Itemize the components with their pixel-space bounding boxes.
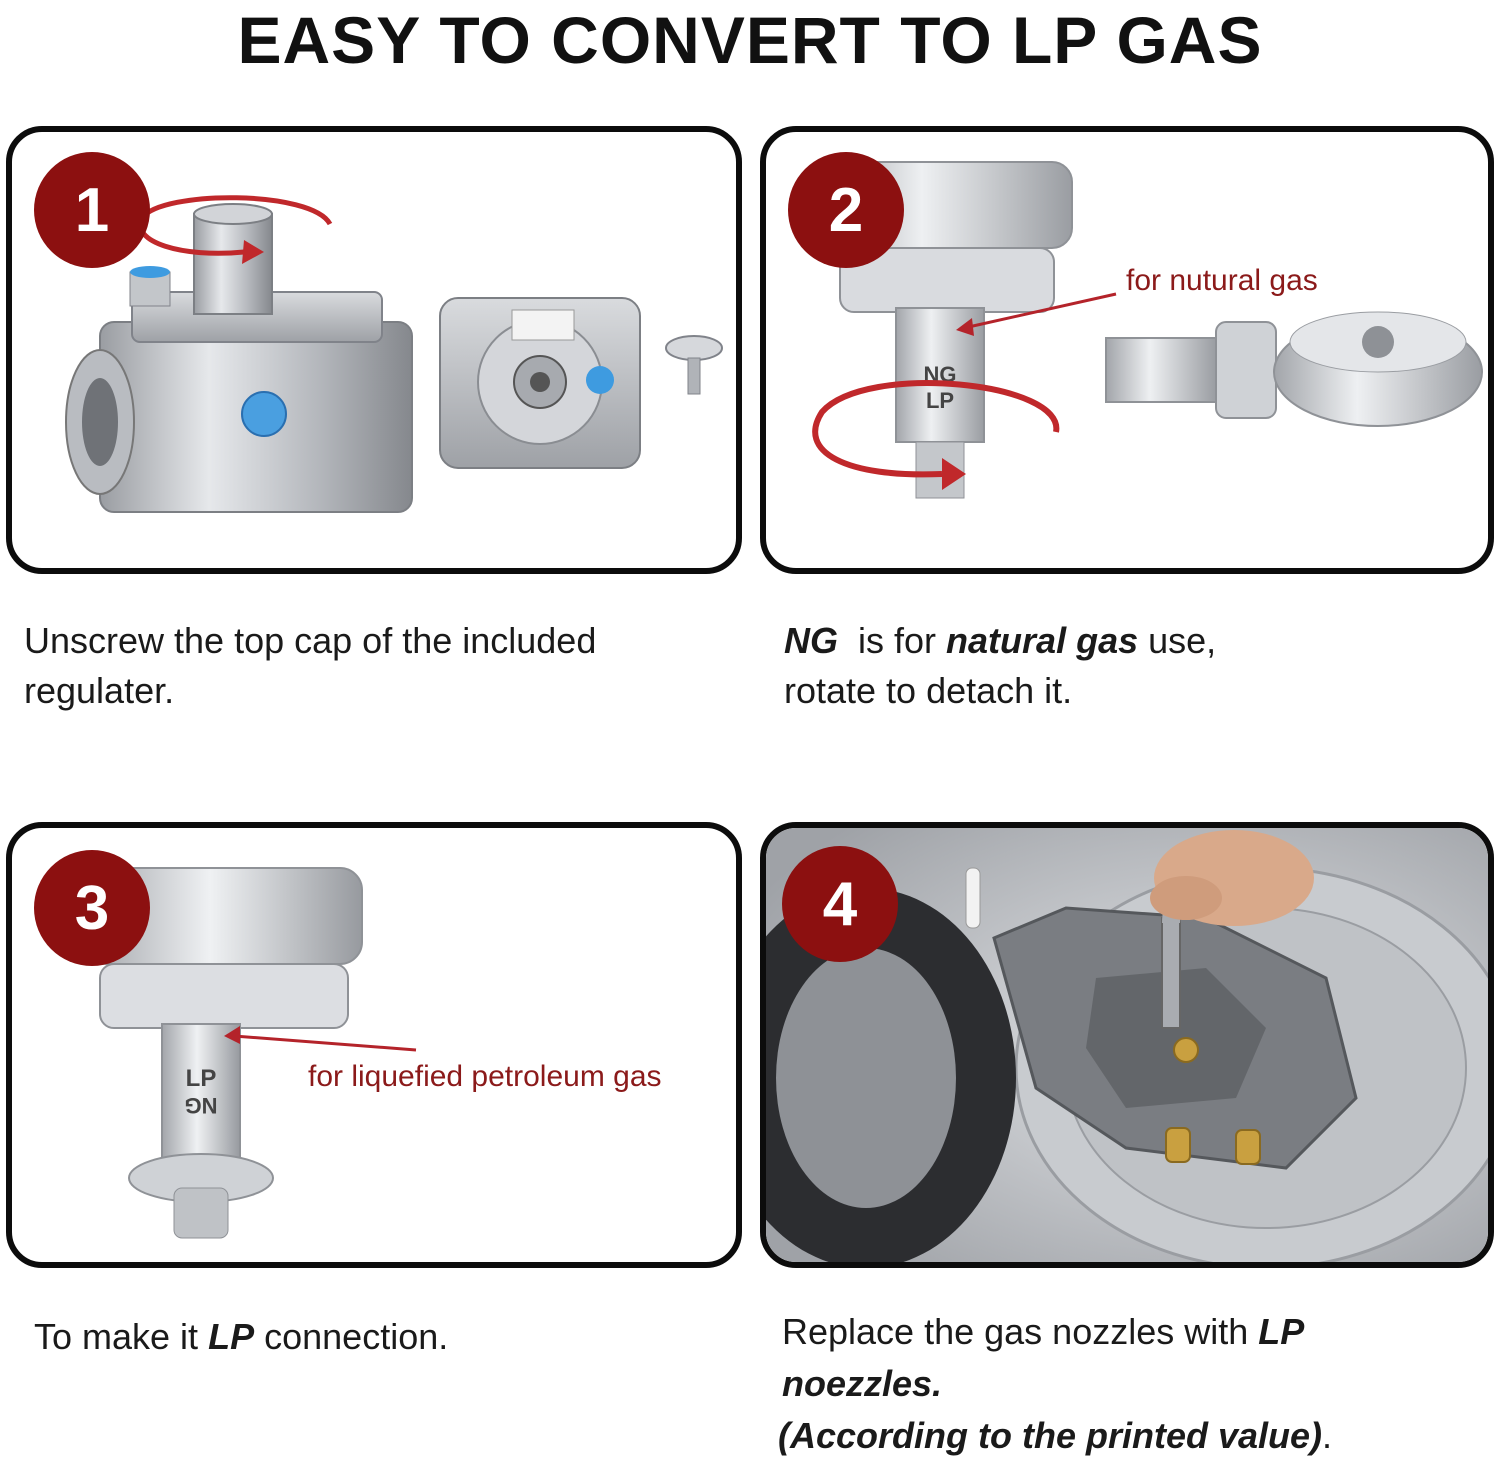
stove-burner-illustration [766, 828, 1488, 1262]
step-1-caption-line2: regulater. [24, 670, 175, 711]
page-title: EASY TO CONVERT TO LP GAS [237, 3, 1263, 77]
lp-emphasis: LP [1258, 1311, 1305, 1352]
final-period: . [1322, 1415, 1333, 1456]
pointer-arrow-icon [963, 292, 1117, 330]
lp-emphasis: LP [208, 1316, 255, 1357]
step-4-caption: Replace the gas nozzles with LP noezzles… [778, 1306, 1482, 1462]
regulator-illustration [65, 195, 723, 513]
ng-emphasis: NG [784, 620, 838, 661]
connection-text: connection. [264, 1316, 449, 1357]
stem-ng-label: NG [185, 1093, 218, 1118]
stem-lp-label: LP [186, 1065, 217, 1092]
natural-gas-emphasis: natural gas [946, 620, 1139, 661]
lp-cap-illustration: LP NG [85, 867, 417, 1239]
is-for-text: is for [858, 620, 937, 661]
step-3-badge: 3 [34, 850, 150, 966]
step-4-badge: 4 [782, 846, 898, 962]
step-1-badge: 1 [34, 152, 150, 268]
replace-text: Replace the gas nozzles with [782, 1311, 1249, 1352]
use-text: use, [1148, 620, 1217, 661]
step-2-badge: 2 [788, 152, 904, 268]
rotate-arrow-icon [812, 380, 1060, 478]
pointer-arrow-icon [233, 1034, 417, 1052]
lp-gas-callout: for liquefied petroleum gas [308, 1060, 662, 1093]
step-1-caption: Unscrew the top cap of the included regu… [24, 616, 744, 716]
step-1-caption-line1: Unscrew the top cap of the included [24, 620, 597, 661]
natural-gas-callout: for nutural gas [1126, 264, 1318, 297]
to-make-it-text: To make it [34, 1316, 199, 1357]
step-3-panel: 3 for liquefied petroleum gas LP NG [6, 822, 742, 1268]
step-3-caption: To make it LP connection. [34, 1312, 754, 1362]
stem-lp-label: LP [926, 388, 954, 413]
step-2-caption-line2: rotate to detach it. [784, 670, 1073, 711]
step-1-panel: 1 [6, 126, 742, 574]
step-2-panel: 2 for nutural gas NG LP [760, 126, 1494, 574]
step-2-caption: NG is for natural gas use, rotate to det… [784, 616, 1484, 716]
noezzles-emphasis: noezzles. [782, 1363, 943, 1404]
step-4-panel: 4 [760, 822, 1494, 1268]
printed-value-note: (According to the printed value) [778, 1415, 1323, 1456]
